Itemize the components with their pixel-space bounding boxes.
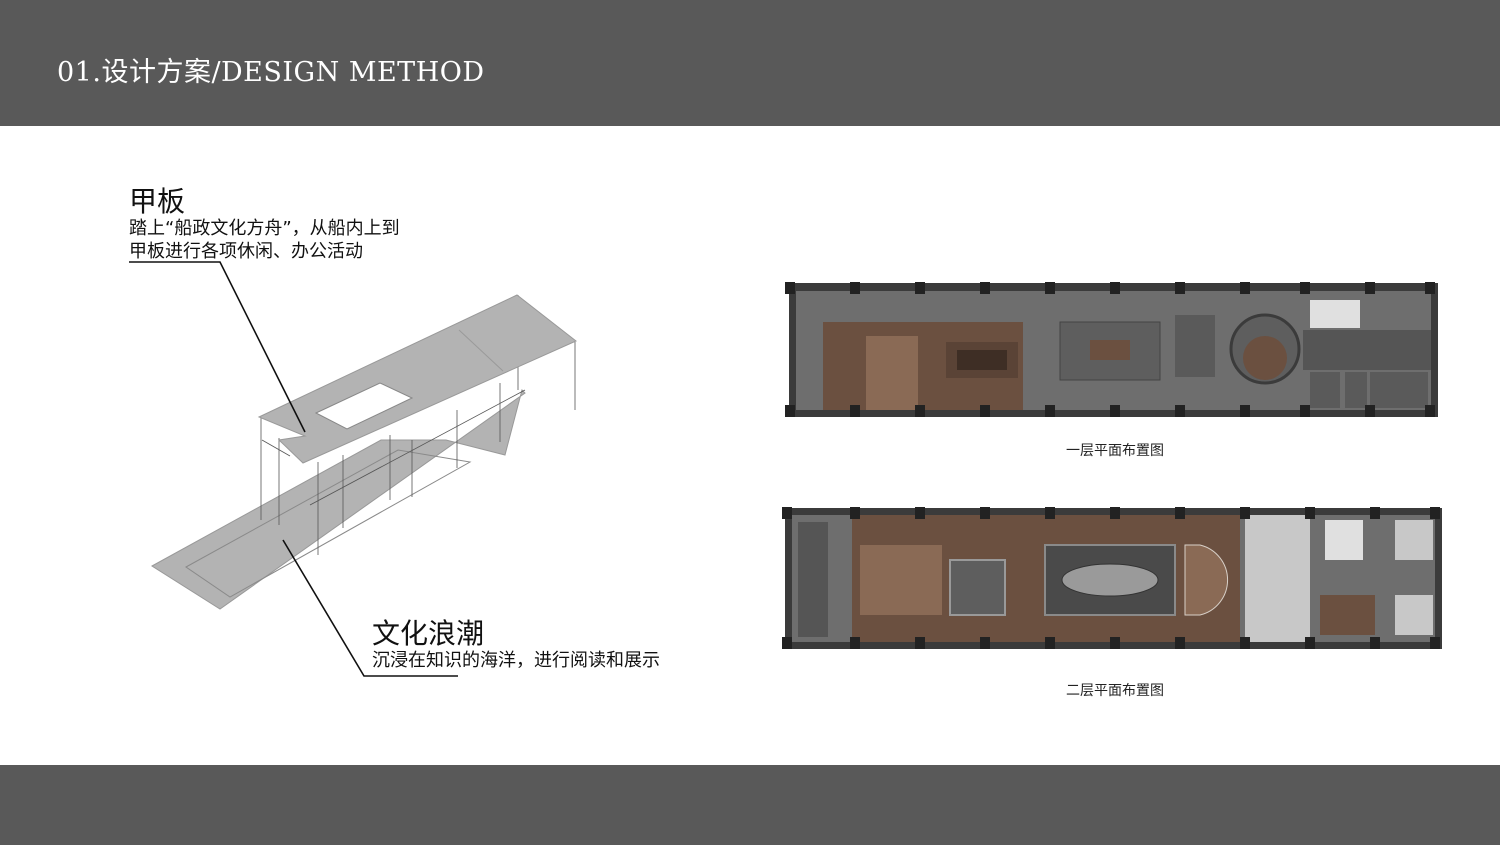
deck-description-line2: 甲板进行各项休闲、办公活动	[129, 241, 363, 262]
culture-leader-line	[282, 539, 458, 677]
floor2-plan-caption: 二层平面布置图	[1066, 683, 1164, 699]
header-bar: 01.设计方案/DESIGN METHOD	[0, 0, 1500, 126]
floor1-plan-caption: 一层平面布置图	[1066, 443, 1164, 459]
culture-wave-heading: 文化浪潮	[372, 617, 485, 650]
page-title: 01.设计方案/DESIGN METHOD	[57, 57, 485, 88]
lower-slab-inset	[185, 449, 472, 598]
footer-bar	[0, 765, 1500, 845]
lower-slab	[151, 389, 526, 610]
deck-description-line1: 踏上“船政文化方舟”，从船内上到	[129, 218, 400, 239]
culture-wave-description: 沉浸在知识的海洋，进行阅读和展示	[372, 650, 660, 671]
floor2-plan	[782, 507, 1442, 649]
floor1-plan	[785, 282, 1438, 417]
upper-deck-slab	[257, 294, 577, 464]
deck-opening	[314, 382, 414, 430]
deck-leader-line	[129, 261, 306, 433]
deck-heading: 甲板	[129, 185, 186, 218]
